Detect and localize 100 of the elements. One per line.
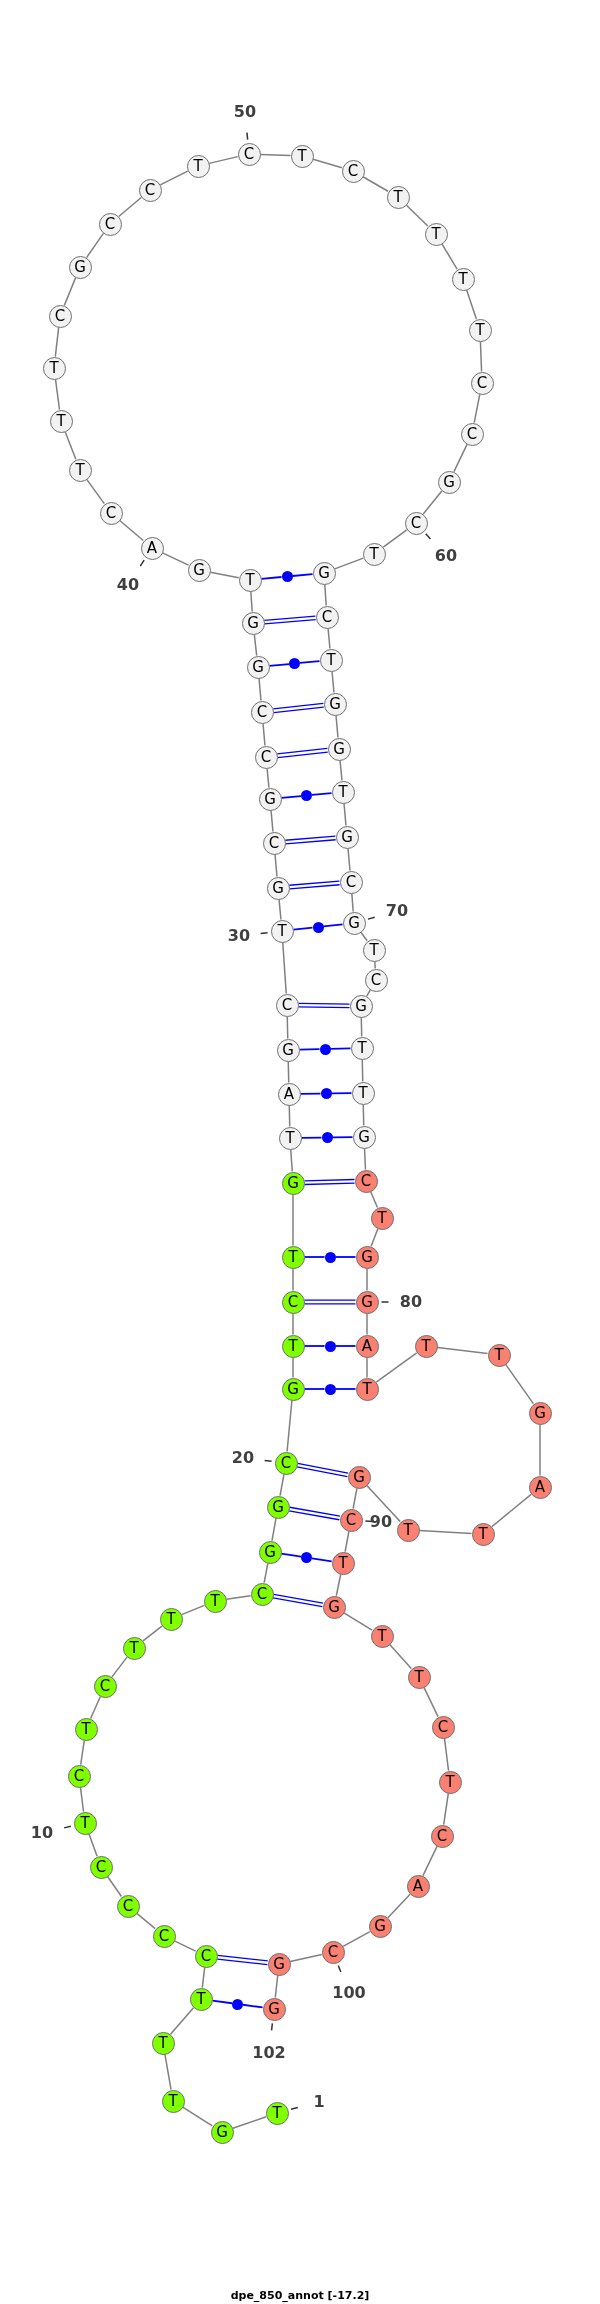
backbone-line	[79, 1739, 86, 1766]
backbone-line	[258, 677, 262, 702]
position-number: 80	[399, 1294, 423, 1310]
position-number: 70	[385, 903, 409, 919]
backbone-line	[387, 1893, 411, 1919]
backbone-line	[266, 767, 270, 789]
backbone-line	[292, 1356, 294, 1379]
backbone-line	[232, 2116, 267, 2129]
position-number: 102	[252, 2045, 286, 2061]
position-number: 10	[30, 1825, 54, 1841]
backbone-line	[142, 1625, 163, 1642]
backbone-line	[88, 1833, 98, 1857]
backbone-line	[405, 204, 429, 227]
backbone-line	[374, 960, 376, 970]
double-pair-line	[216, 1954, 269, 1966]
backbone-line	[288, 1104, 291, 1128]
pair-line	[292, 926, 314, 931]
position-number: 30	[227, 928, 251, 944]
backbone-line	[363, 1147, 367, 1171]
position-number: 40	[116, 577, 140, 593]
position-number: 50	[233, 104, 257, 120]
pair-line	[280, 795, 302, 799]
backbone-line	[366, 1356, 368, 1379]
backbone-line	[286, 1015, 289, 1040]
double-pair-line	[297, 1002, 351, 1009]
backbone-line	[361, 1058, 364, 1083]
pair-line	[260, 576, 283, 580]
backbone-line	[479, 340, 483, 373]
backbone-line	[54, 378, 61, 411]
backbone-line	[422, 490, 443, 515]
double-pair-line	[296, 1462, 349, 1478]
backbone-line	[360, 1016, 363, 1038]
backbone-line	[342, 1930, 371, 1948]
pair-line	[280, 1552, 302, 1558]
pair-line	[300, 1136, 323, 1139]
pair-line	[303, 1388, 326, 1390]
pair-line	[242, 2003, 264, 2009]
pair-line	[334, 1256, 357, 1258]
backbone-line	[442, 1792, 450, 1826]
backbone-line	[388, 1643, 413, 1670]
double-pair-line	[276, 747, 329, 759]
pair-line	[331, 1136, 354, 1139]
backbone-line	[324, 583, 327, 607]
backbone-line	[279, 1473, 285, 1497]
double-pair-line	[284, 835, 337, 845]
pair-line	[334, 1388, 357, 1390]
backbone-line	[263, 1562, 269, 1584]
backbone-line	[473, 393, 481, 424]
backbone-line	[344, 1530, 350, 1553]
backbone-line	[347, 847, 351, 872]
double-pair-line	[288, 1506, 341, 1521]
pair-line	[211, 1999, 233, 2005]
backbone-line	[270, 809, 274, 833]
double-pair-line	[272, 1593, 324, 1608]
pair-line	[303, 1256, 326, 1258]
backbone-line	[290, 1148, 293, 1173]
backbone-line	[79, 1786, 85, 1813]
pair-line	[334, 1345, 357, 1347]
pair-line	[299, 1092, 322, 1095]
backbone-line	[362, 1103, 365, 1127]
double-pair-line	[272, 702, 325, 714]
backbone-line	[327, 627, 331, 650]
backbone-line	[253, 633, 258, 657]
position-number: 90	[369, 1514, 393, 1530]
backbone-line	[262, 722, 266, 747]
backbone-line	[366, 989, 371, 997]
diagram-caption: dpe_850_annot [-17.2]	[230, 2288, 370, 2304]
pair-line	[311, 1557, 333, 1563]
backbone-line	[335, 714, 339, 739]
pair-line	[291, 573, 314, 577]
backbone-line	[343, 802, 347, 827]
backbone-line	[418, 1529, 473, 1535]
backbone-line	[169, 2006, 195, 2036]
backbone-line	[292, 1193, 294, 1247]
backbone-line	[465, 289, 478, 320]
backbone-line	[351, 892, 354, 913]
backbone-line	[491, 1493, 532, 1528]
backbone-line	[274, 1974, 279, 1999]
pair-line	[303, 1345, 326, 1347]
pair-line	[322, 923, 344, 928]
backbone-line	[274, 853, 278, 878]
backbone-line	[366, 1267, 368, 1292]
backbone-line	[370, 1228, 379, 1247]
double-pair-line	[263, 615, 317, 625]
backbone-line	[278, 898, 282, 921]
backbone-line	[366, 1312, 368, 1336]
pair-line	[268, 663, 290, 667]
position-number: 1	[313, 2094, 325, 2110]
pair-line	[330, 1092, 353, 1095]
backbone-line	[209, 571, 240, 579]
backbone-line	[312, 158, 343, 169]
double-pair-line	[303, 1178, 356, 1186]
position-number: 20	[231, 1450, 255, 1466]
backbone-line	[259, 153, 292, 157]
backbone-line	[282, 941, 287, 995]
backbone-line	[436, 1346, 489, 1355]
backbone-line	[287, 1060, 290, 1084]
backbone-line	[289, 1953, 323, 1963]
backbone-line	[225, 1594, 252, 1601]
backbone-line	[54, 326, 60, 358]
